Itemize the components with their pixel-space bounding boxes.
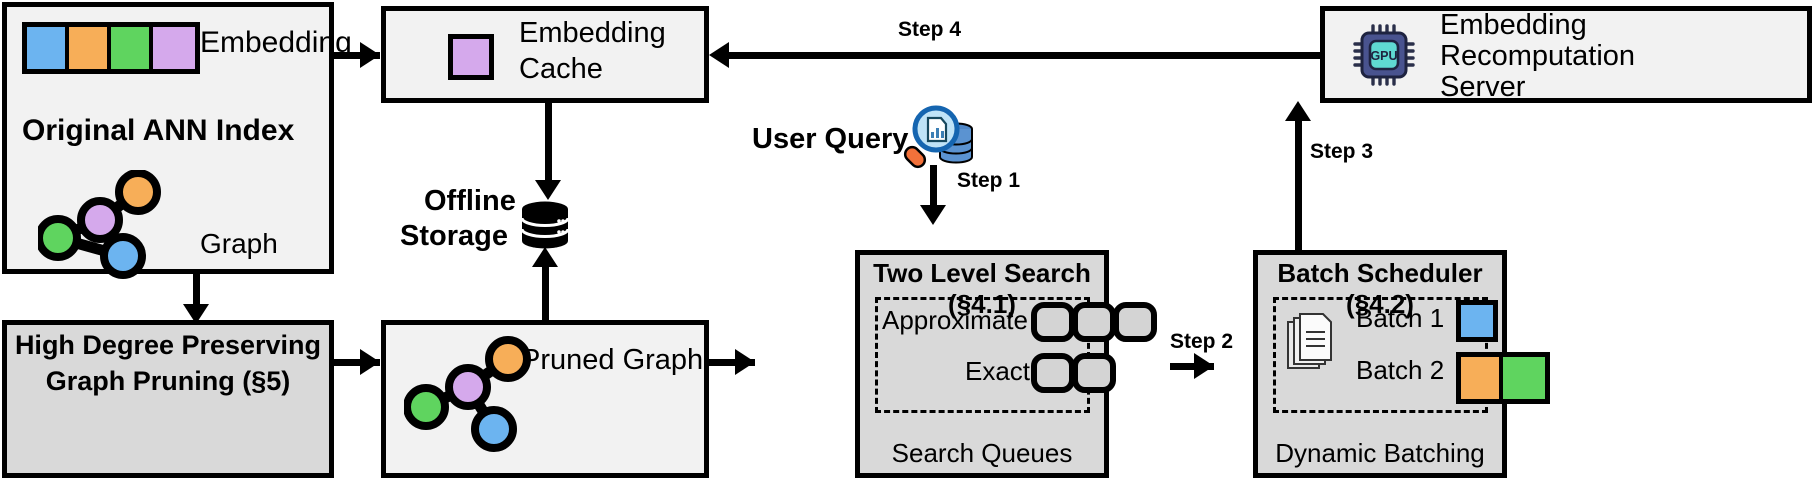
embedding-cell-green: [111, 27, 153, 69]
batch-scheduler-title: Batch Scheduler (§4.2): [1277, 258, 1483, 319]
graph-pruning-label-line1: High Degree Preserving: [14, 330, 322, 360]
arrow-prunedgraph-to-search-line: [709, 359, 755, 366]
embedding-cache-box: [381, 6, 709, 103]
gpu-icon-text: GPU: [1370, 49, 1397, 63]
arrow-step4-line: [726, 52, 1320, 59]
arrow-step1-head: [920, 205, 946, 225]
embedding-cell-purple: [153, 27, 195, 69]
original-ann-index-title: Original ANN Index: [22, 114, 295, 147]
user-query-label: User Query: [752, 123, 909, 155]
embedding-cell-orange: [69, 27, 111, 69]
arrow-step2-head: [1194, 353, 1214, 379]
arrow-step3-head: [1285, 101, 1311, 121]
search-queues-footer: Search Queues: [891, 438, 1073, 468]
recomputation-server-label-line2: Recomputation: [1440, 40, 1636, 72]
arrow-prunedgraph-to-storage-line: [542, 260, 549, 320]
dynamic-batching-footer: Dynamic Batching: [1275, 438, 1485, 468]
batch-1-label: Batch 1: [1356, 303, 1445, 333]
embedding-strip: [22, 22, 200, 74]
batch-2-swatches: [1456, 352, 1550, 404]
documents-stack-icon: [1287, 313, 1332, 369]
offline-storage-label-line2: Storage: [400, 220, 508, 252]
batch-2-swatch-orange: [1461, 357, 1503, 399]
step2-label: Step 2: [1170, 330, 1234, 353]
database-icon: [520, 201, 570, 249]
arrow-pruning-to-prunedgraph-line: [334, 359, 380, 366]
offline-storage-label-line1: Offline: [424, 185, 516, 217]
arrow-ann-to-pruning-line: [193, 274, 200, 310]
search-document-database-icon: [903, 105, 973, 169]
batch-1-swatch-blue: [1456, 300, 1498, 342]
queue-slot-exact-2[interactable]: [1072, 353, 1116, 393]
arrow-ann-to-cache-line: [334, 52, 380, 59]
arrow-step4-head: [709, 42, 729, 68]
graph-pruning-label-line2: Graph Pruning (§5): [45, 366, 291, 396]
arrow-ann-to-pruning-head: [183, 304, 209, 324]
pruned-graph-icon: [404, 336, 531, 452]
queue-slot-exact-1[interactable]: [1031, 353, 1075, 393]
embedding-cell-blue: [27, 27, 69, 69]
arrow-step2-line: [1170, 363, 1214, 370]
step3-label: Step 3: [1310, 140, 1374, 163]
graph-pruning-box: [2, 320, 334, 478]
embedding-cache-label-line1: Embedding: [519, 17, 666, 49]
approximate-label: Approximate: [882, 305, 1028, 335]
exact-label: Exact: [965, 356, 1031, 386]
step1-label: Step 1: [957, 169, 1021, 192]
pruned-graph-label: Pruned Graph: [521, 344, 704, 376]
two-level-search-title: Two Level Search (§4.1): [873, 258, 1091, 319]
embedding-cache-label-line2: Cache: [519, 53, 603, 85]
queue-slot-approx-1[interactable]: [1031, 302, 1075, 342]
arrow-ann-to-cache-head: [360, 42, 380, 68]
gpu-chip-icon: GPU: [1353, 24, 1415, 86]
batch-2-label: Batch 2: [1356, 355, 1445, 385]
graph-label: Graph: [200, 228, 278, 259]
step4-label: Step 4: [898, 18, 962, 41]
arrow-prunedgraph-to-storage-head: [532, 247, 558, 267]
arrow-prunedgraph-to-search-head: [735, 349, 755, 375]
embedding-label: Embedding: [200, 26, 352, 59]
recomputation-server-label-line3: Server: [1440, 71, 1526, 103]
arrow-pruning-to-prunedgraph-head: [360, 349, 380, 375]
arrow-step3-line: [1295, 115, 1302, 250]
recomputation-server-label-line1: Embedding: [1440, 9, 1587, 41]
embedding-cache-swatch: [448, 34, 494, 80]
queue-slot-approx-3[interactable]: [1113, 302, 1157, 342]
batch-2-swatch-green: [1503, 357, 1545, 399]
arrow-cache-to-storage-line: [545, 103, 552, 185]
arrow-step1-line: [930, 165, 937, 210]
queue-slot-approx-2[interactable]: [1072, 302, 1116, 342]
original-graph-icon: [38, 170, 161, 279]
arrow-cache-to-storage-head: [535, 180, 561, 200]
